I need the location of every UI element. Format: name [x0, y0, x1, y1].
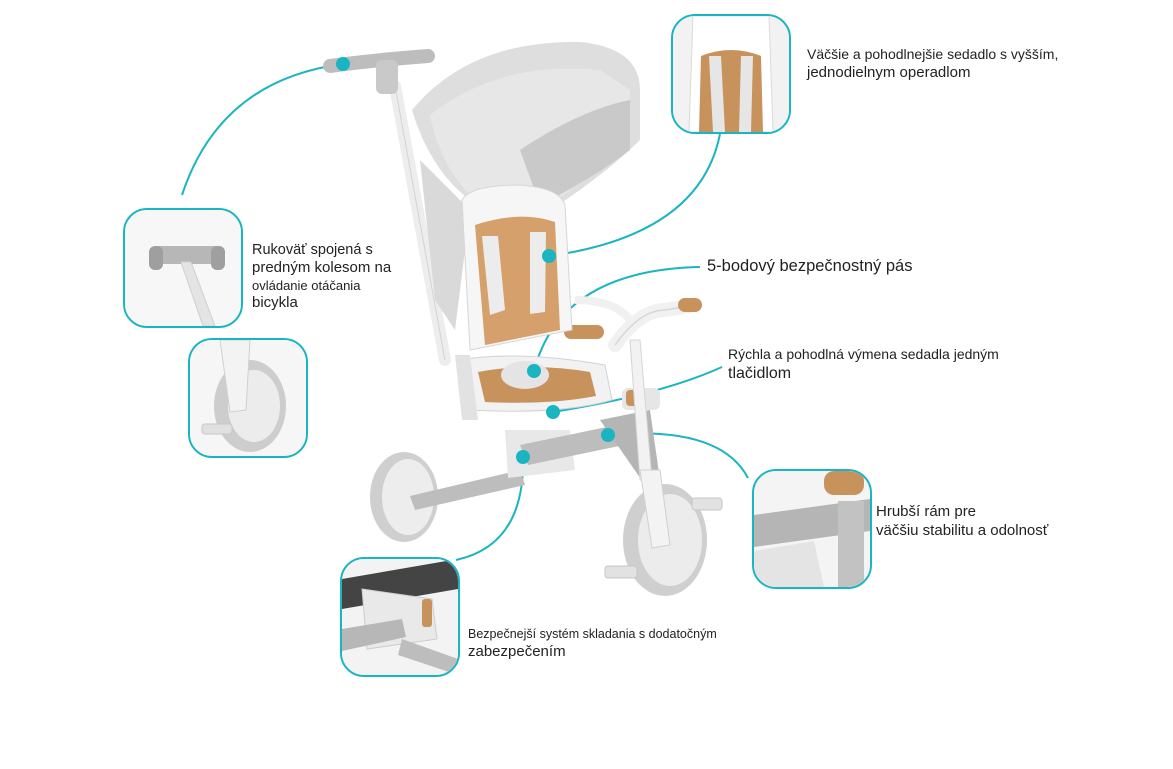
dot-belt [527, 364, 541, 378]
connector-seat-back [548, 133, 721, 257]
callout-dots [336, 57, 615, 464]
callout-handle-line2: predným kolesom na [252, 259, 392, 277]
canopy [412, 41, 640, 330]
dot-seat-back [542, 249, 556, 263]
callout-seat-swap-line2: tlačidlom [728, 364, 792, 382]
inset-handle [123, 208, 243, 328]
folding-detail-image [342, 559, 458, 675]
rear-wheel-left [370, 452, 438, 542]
callout-frame: Hrubší rám pre väčšiu stabilitu a odolno… [876, 503, 1048, 541]
callout-handle-line3: ovládanie otáčania [252, 277, 361, 293]
inset-front-wheel [188, 338, 308, 458]
front-frame [600, 339, 660, 485]
callout-seat-back-line2: jednodielnym operadlom [807, 63, 971, 81]
connector-belt [533, 266, 701, 372]
handle-detail-image [125, 210, 241, 326]
callout-seat-swap-line1: Rýchla a pohodlná výmena sedadla jedným [728, 346, 999, 362]
front-handlebar [564, 298, 702, 352]
inset-fold [340, 557, 460, 677]
callout-handle: Rukoväť spojená s predným kolesom na ovl… [252, 241, 391, 313]
connector-handle [181, 63, 344, 196]
callout-seat-back: Väčšie a pohodlnejšie sedadlo s vyšším, … [807, 46, 1058, 82]
callout-belt-line1: 5-bodový bezpečnostný pás [707, 257, 913, 275]
callout-frame-line2: väčšiu stabilitu a odolnosť [876, 521, 1049, 539]
dot-handle [336, 57, 350, 71]
callout-folding: Bezpečnejší systém skladania s dodatočný… [468, 627, 717, 661]
callout-handle-line1: Rukoväť spojená s [252, 242, 373, 258]
seat-back-detail-image [673, 16, 789, 132]
callout-folding-line1: Bezpečnejší systém skladania s dodatočný… [468, 627, 717, 641]
callout-seat-swap: Rýchla a pohodlná výmena sedadla jedným … [728, 346, 999, 384]
seat [455, 184, 634, 420]
callout-belt: 5-bodový bezpečnostný pás [707, 256, 912, 277]
frame-detail-image [754, 471, 870, 587]
callout-handle-line4: bicykla [252, 294, 298, 312]
callout-seat-back-line1: Väčšie a pohodlnejšie sedadlo s vyšším, [807, 46, 1059, 62]
dot-fold [516, 450, 530, 464]
front-wheel [604, 469, 723, 596]
inset-frame [752, 469, 872, 589]
front-wheel-detail-image [190, 340, 306, 456]
callout-folding-line2: zabezpečením [468, 642, 566, 660]
inset-seat-back [671, 14, 791, 134]
dot-seat-swap [546, 405, 560, 419]
callout-frame-line1: Hrubší rám pre [876, 503, 977, 520]
dot-frame [601, 428, 615, 442]
